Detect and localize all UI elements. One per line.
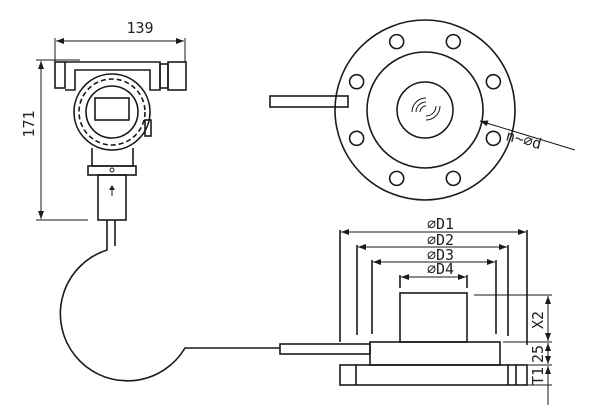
- housing-cover: [73, 73, 151, 151]
- bolt-hole: [485, 130, 502, 147]
- bolt-hole: [388, 170, 405, 187]
- display-window: [94, 97, 130, 121]
- flange-side-view: ∅D1 ∅D2 ∅D3 ∅D4 X2 25 T1: [339, 215, 552, 405]
- bolt-hole: [445, 33, 462, 50]
- bolt-hole: [445, 170, 462, 187]
- width-label: 139: [126, 19, 153, 37]
- d4-label: ∅D4: [427, 260, 454, 278]
- bolt-hole: [388, 33, 405, 50]
- sensor-body: [97, 174, 127, 221]
- bolt-holes-label: n~∅d: [504, 126, 544, 153]
- t1-label: T1: [529, 367, 547, 385]
- capillary-cable: [59, 220, 371, 382]
- bolt-hole: [348, 130, 365, 147]
- d1-label: ∅D1: [427, 215, 454, 233]
- t25-label: 25: [529, 345, 547, 363]
- flange-top-view: n~∅d: [269, 19, 576, 201]
- x2-label: X2: [529, 311, 547, 329]
- bolt-hole: [485, 73, 502, 90]
- height-label: 171: [20, 110, 38, 137]
- transmitter: 139 171: [20, 19, 187, 221]
- bolt-hole: [348, 73, 365, 90]
